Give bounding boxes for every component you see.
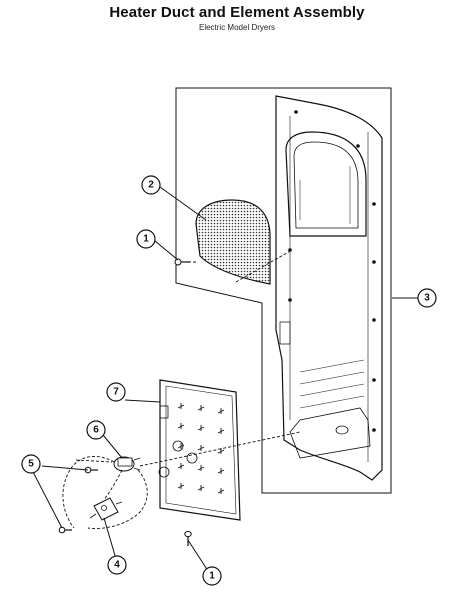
- callout-label: 1: [143, 234, 149, 245]
- callout-2: 2: [141, 175, 161, 195]
- screw-part-1-lower: [184, 530, 192, 546]
- screw-part-5-left: [58, 526, 72, 534]
- callout-label: 6: [93, 425, 99, 436]
- callout-label: 3: [424, 293, 430, 304]
- callout-label: 1: [209, 571, 215, 582]
- callout-7: 7: [106, 382, 126, 402]
- callout-label: 4: [114, 560, 120, 571]
- callout-1-upper: 1: [136, 229, 156, 249]
- callout-label: 5: [28, 459, 34, 470]
- callout-4: 4: [107, 555, 127, 575]
- lint-screen-grille: [195, 199, 271, 285]
- callout-5: 5: [21, 454, 41, 474]
- callout-label: 7: [113, 387, 119, 398]
- callout-label: 2: [148, 180, 154, 191]
- heater-element-panel: [158, 379, 241, 521]
- callout-3: 3: [417, 288, 437, 308]
- diagram-subtitle: Electric Model Dryers: [198, 23, 275, 32]
- callout-1-lower: 1: [202, 566, 222, 586]
- cycling-thermostat: [113, 456, 141, 472]
- leader-lines: [31, 186, 418, 575]
- callout-6: 6: [86, 420, 106, 440]
- diagram-title: Heater Duct and Element Assembly: [109, 4, 365, 21]
- screw-part-1-upper: [174, 258, 190, 266]
- assembly-frame-outline: [175, 87, 392, 494]
- heater-duct: [275, 95, 383, 481]
- thermal-fuse: [89, 497, 123, 521]
